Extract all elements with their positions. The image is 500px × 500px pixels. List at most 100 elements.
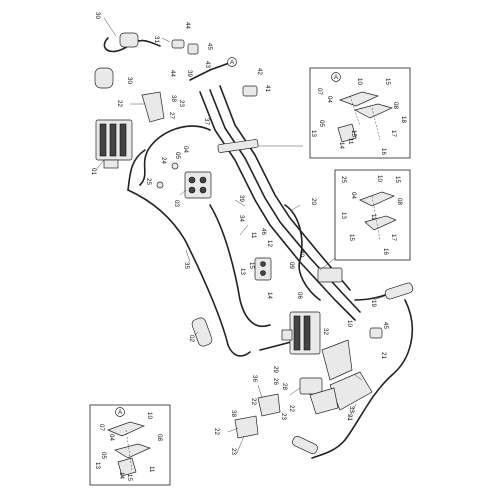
hose-35 xyxy=(127,189,251,357)
callout-01: 01 xyxy=(90,168,97,175)
callout-22-lower: 22 xyxy=(250,398,257,405)
hose-33 xyxy=(311,299,414,459)
fitting-25 xyxy=(156,181,164,189)
inset-bottom-left-labels: A 07 04 10 05 08 13 14 15 11 xyxy=(94,409,163,481)
fitting-45 xyxy=(187,43,199,55)
inset-tr-14: 14 xyxy=(338,142,345,149)
inset-tr-04: 04 xyxy=(326,96,333,103)
inset-mr-08: 08 xyxy=(396,198,403,205)
inset-bl-13: 13 xyxy=(94,462,101,469)
callout-26: 26 xyxy=(272,378,279,385)
inset-top-right-labels: A 07 04 10 15 05 08 13 14 11 15 17 18 16 xyxy=(310,74,407,155)
callout-30-left: 30 xyxy=(126,77,133,84)
callout-05-left: 05 xyxy=(174,152,181,159)
hose-34 xyxy=(209,204,271,327)
inset-mr-16: 16 xyxy=(382,248,389,255)
inset-mr-17: 17 xyxy=(390,234,397,241)
valve-06 xyxy=(281,311,321,355)
callout-45-right: 45 xyxy=(382,322,389,329)
callout-21-lower: 21 xyxy=(346,414,353,421)
inset-bl-10: 10 xyxy=(146,412,153,419)
tube-46 xyxy=(209,89,361,313)
accumulator-top xyxy=(119,32,139,48)
connector-block-40 xyxy=(317,267,343,283)
bracket-32 xyxy=(321,339,353,381)
callout-20: 20 xyxy=(310,198,317,205)
callout-labels: 30 30 31 44 44 45 43 A 42 41 39 38 23 22… xyxy=(90,12,389,455)
callout-13: 13 xyxy=(239,268,246,275)
leader-lines xyxy=(95,17,386,454)
callout-23-bottom: 23 xyxy=(230,448,237,455)
parts-group xyxy=(94,32,414,455)
inset-bl-11: 11 xyxy=(148,466,155,473)
inset-mr-10: 10 xyxy=(376,175,383,182)
callout-27: 27 xyxy=(168,112,175,119)
inset-bl-04: 04 xyxy=(108,434,115,441)
inset-mid-right-labels: 25 10 15 04 08 13 11 15 17 16 xyxy=(340,175,403,255)
inset-tr-18: 18 xyxy=(400,116,407,123)
hose-37 xyxy=(139,125,211,186)
reference-a-circle-main xyxy=(227,57,237,67)
reference-a-circle-inset-top xyxy=(331,72,341,82)
inset-tr-11: 11 xyxy=(347,138,354,145)
valve-block-01 xyxy=(95,119,133,169)
callout-03: 03 xyxy=(173,200,180,207)
manifold-09 xyxy=(254,257,272,281)
bracket-26 xyxy=(309,387,339,415)
callout-44-top: 44 xyxy=(184,22,191,29)
callout-29: 29 xyxy=(272,366,279,373)
callout-42: 42 xyxy=(256,68,263,75)
inset-bl-08: 08 xyxy=(156,434,163,441)
fitting-24 xyxy=(171,162,179,170)
inset-mr-11: 11 xyxy=(370,214,377,221)
callout-06: 06 xyxy=(296,292,303,299)
callout-22-bottom: 22 xyxy=(213,428,220,435)
callout-33: 33 xyxy=(348,406,355,413)
callout-38-lower: 38 xyxy=(230,410,237,417)
callout-43: 43 xyxy=(204,61,211,68)
valve-28 xyxy=(299,377,323,395)
callout-41: 41 xyxy=(264,85,271,92)
inset-mr-13: 13 xyxy=(340,212,347,219)
hose-left-lower xyxy=(127,149,146,191)
inset-bl-14: 14 xyxy=(118,472,125,479)
callout-25: 25 xyxy=(145,178,152,185)
callout-39-top: 39 xyxy=(186,70,193,77)
inset-mr-04: 04 xyxy=(350,192,357,199)
inset-tr-17: 17 xyxy=(390,130,397,137)
plate-38 xyxy=(234,415,259,439)
callout-40: 40 xyxy=(298,250,305,257)
callout-23-top: 23 xyxy=(178,100,185,107)
tube-clamp-upper xyxy=(217,139,259,153)
tube-39 xyxy=(199,91,356,321)
callout-45-top: 45 xyxy=(206,43,213,50)
cylinder-19 xyxy=(384,282,414,300)
callout-44-mid: 44 xyxy=(169,70,176,77)
inset-tr-a: A xyxy=(334,74,339,81)
callout-46: 46 xyxy=(260,228,267,235)
callout-35: 35 xyxy=(183,262,190,269)
inset-tr-05: 05 xyxy=(318,120,325,127)
cylinder-33 xyxy=(292,435,318,455)
inset-mr-15: 15 xyxy=(394,176,401,183)
callout-11: 11 xyxy=(250,232,257,239)
callout-38-top: 38 xyxy=(170,95,177,102)
callout-04-left: 04 xyxy=(182,146,189,153)
callout-a-main: A xyxy=(230,59,235,66)
callout-23-mid: 23 xyxy=(280,413,287,420)
callout-30-top: 30 xyxy=(94,12,101,19)
inset-tr-15b: 15 xyxy=(350,130,357,137)
hose-group xyxy=(103,37,414,459)
callout-28: 28 xyxy=(281,383,288,390)
fitting-41 xyxy=(242,85,258,97)
inset-bl-05: 05 xyxy=(100,452,107,459)
inset-tr-07: 07 xyxy=(316,88,323,95)
callout-12: 12 xyxy=(266,240,273,247)
callout-32: 32 xyxy=(322,328,329,335)
hose-20 xyxy=(284,204,321,301)
callout-22-top: 22 xyxy=(116,100,123,107)
bracket-22 xyxy=(141,91,165,123)
callout-21-upper: 21 xyxy=(380,352,387,359)
sleeve-02 xyxy=(191,317,213,347)
